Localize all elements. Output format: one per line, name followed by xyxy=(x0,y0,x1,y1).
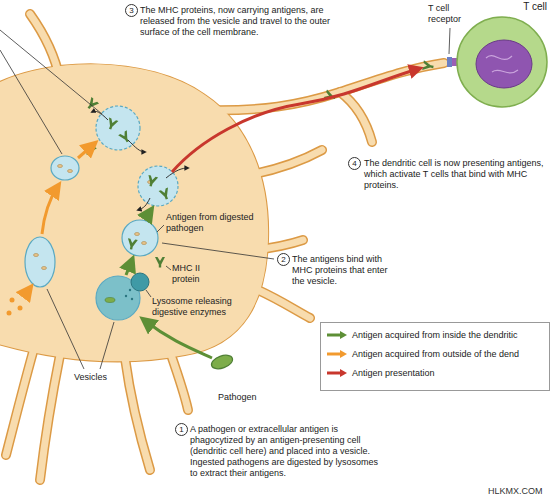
legend-box: Antigen acquired from inside the dendrit… xyxy=(320,322,550,391)
vesicles xyxy=(25,106,178,320)
cell-body-fill xyxy=(0,64,268,361)
digestive-enzymes xyxy=(125,289,133,300)
nucleus-texture xyxy=(486,56,518,73)
lysosome xyxy=(131,273,149,291)
callout-number: 4 xyxy=(348,157,361,170)
release-arrows xyxy=(92,111,188,210)
pathogen xyxy=(210,353,235,372)
outside-antigen-arrows xyxy=(24,144,94,296)
legend-text: Antigen presentation xyxy=(352,367,435,379)
node-title: T cell xyxy=(523,1,547,12)
part-label: Lysosome releasing digestive enzymes xyxy=(152,296,240,318)
callout-number: 3 xyxy=(125,4,138,17)
antigen-fragments xyxy=(34,165,153,303)
t-cell-membrane xyxy=(457,17,547,107)
presentation-arrow xyxy=(172,69,418,172)
t-cell-receptor xyxy=(447,57,457,67)
callout-text: The MHC proteins, now carrying antigens,… xyxy=(140,5,336,38)
part-label: Pathogen xyxy=(218,392,270,403)
legend-swatch xyxy=(326,330,348,340)
t-cell-shape xyxy=(452,0,548,112)
legend-text: Antigen acquired from outside of the den… xyxy=(352,348,519,360)
t-cell-nucleus xyxy=(476,40,532,88)
part-label: Antigen from digested pathogen xyxy=(166,212,254,234)
callout-text: The antigens bind with MHC proteins that… xyxy=(292,254,392,287)
callout-number: 1 xyxy=(175,423,188,436)
legend-swatch xyxy=(326,368,348,378)
part-label: T cell receptor xyxy=(428,3,472,25)
part-label: Vesicles xyxy=(74,372,118,383)
t-cell-node: T cell xyxy=(452,0,548,112)
part-label: MHC II protein xyxy=(172,263,218,285)
watermark: HLKMX.COM xyxy=(488,486,548,497)
callout-text: The dendritic cell is now presenting ant… xyxy=(364,158,548,191)
legend-text: Antigen acquired from inside the dendrit… xyxy=(352,329,518,341)
legend-swatch xyxy=(326,349,348,359)
callout-text: A pathogen or extracellular antigen is p… xyxy=(190,424,386,479)
leader-lines xyxy=(0,28,450,369)
callout-number: 2 xyxy=(277,253,290,266)
outside-antigen-dots xyxy=(7,298,23,316)
